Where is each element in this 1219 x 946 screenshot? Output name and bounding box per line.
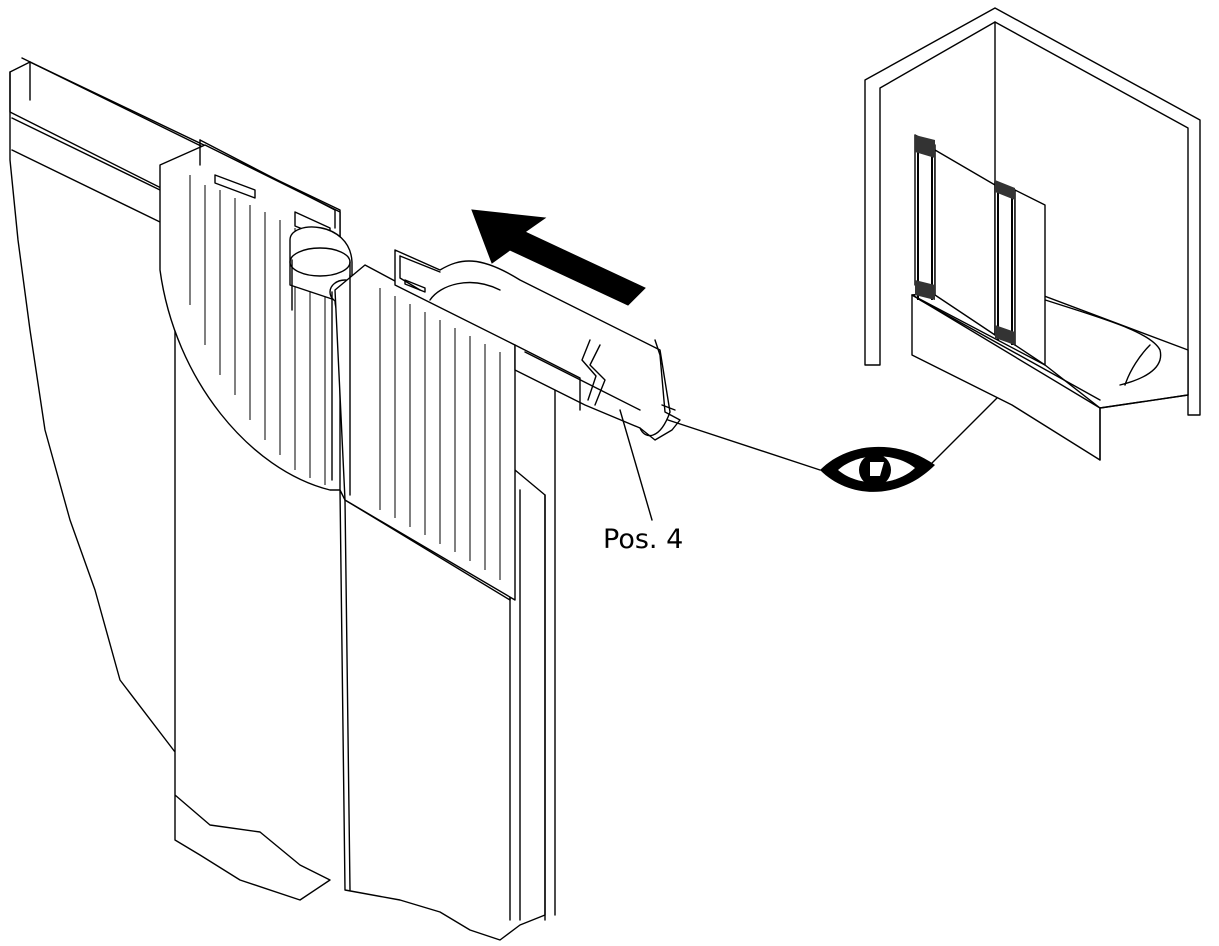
direction-arrow[interactable] — [471, 209, 646, 306]
bathtub-overview — [864, 7, 1201, 461]
view-eye-icon — [820, 446, 935, 492]
position-label: Pos. 4 — [603, 524, 683, 555]
center-glass-panel — [339, 389, 556, 941]
seal-profile-strip — [394, 249, 681, 441]
left-hinge-plate — [159, 139, 341, 491]
right-hinge-plate — [334, 264, 516, 601]
